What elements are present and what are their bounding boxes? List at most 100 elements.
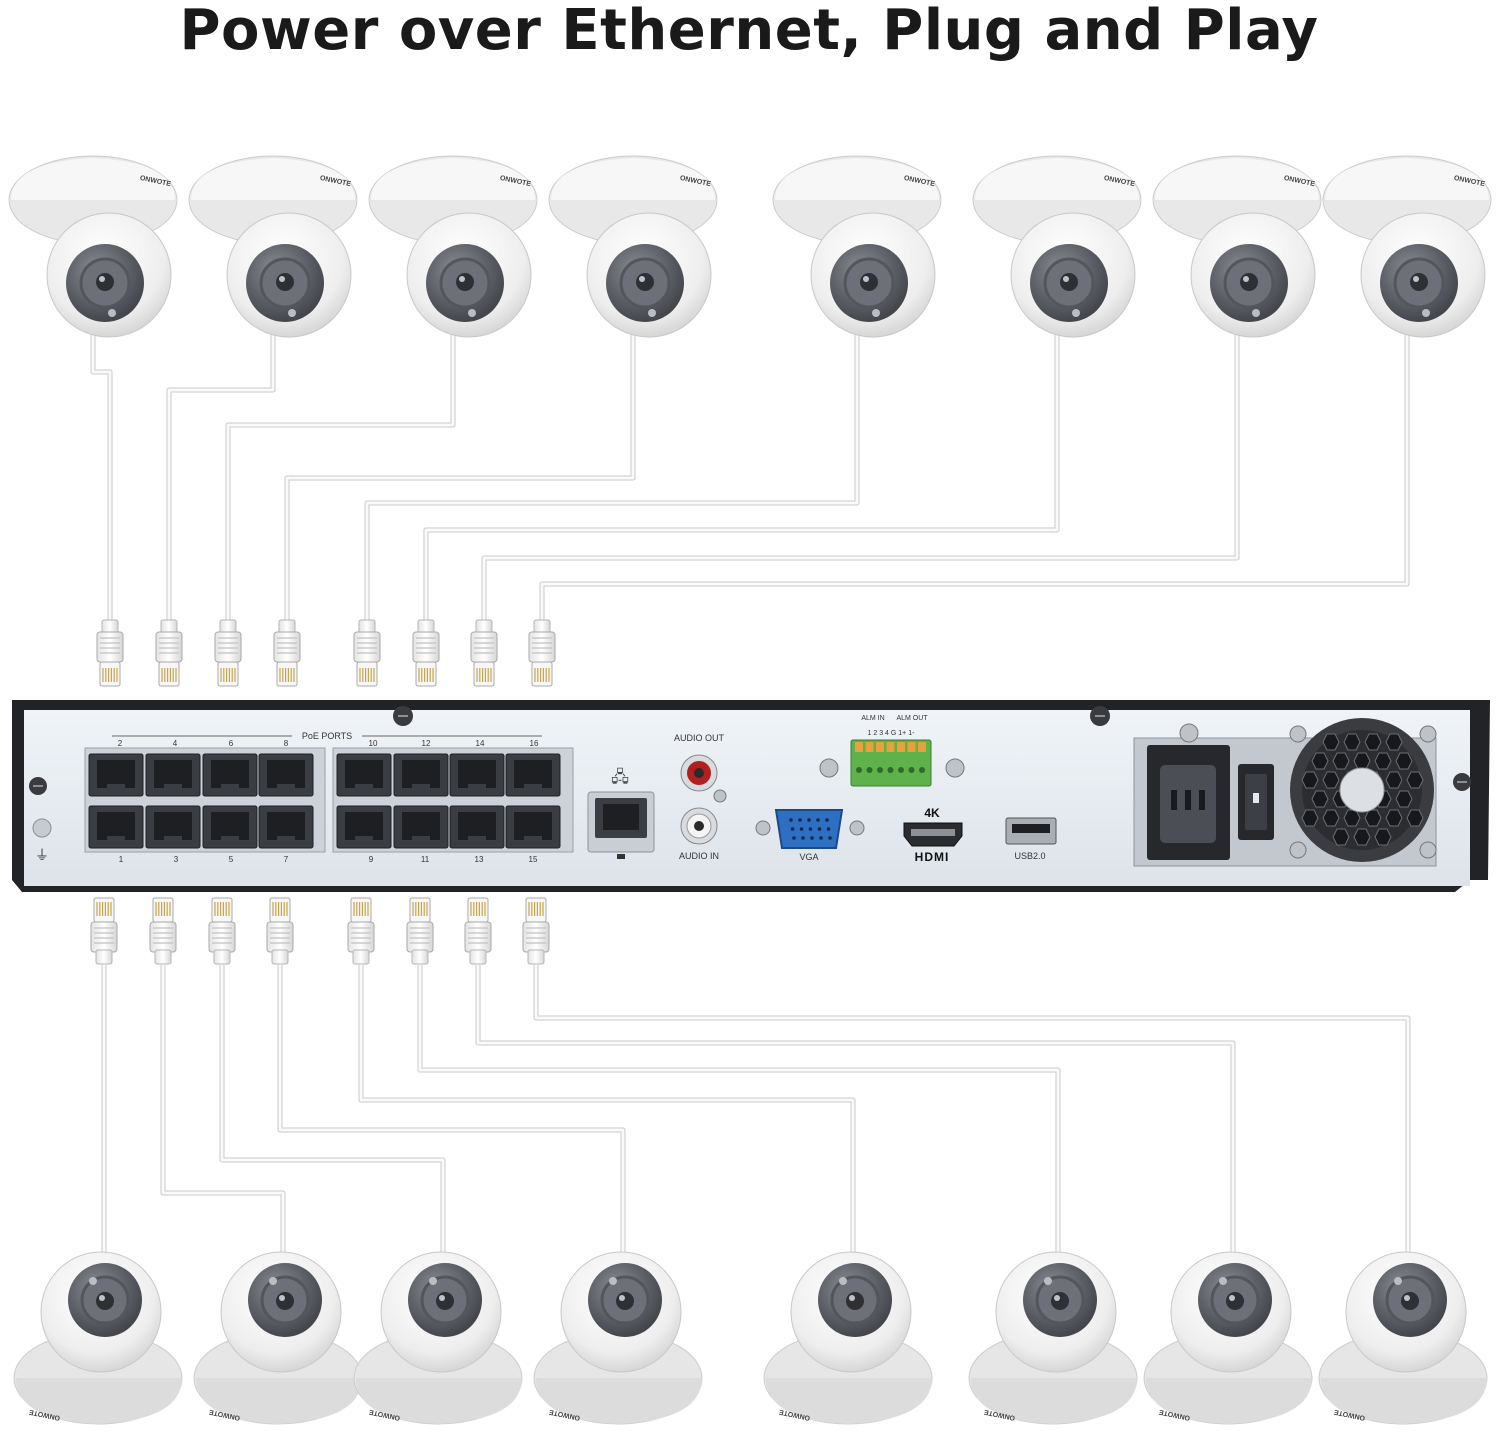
cable-bottom-6 bbox=[418, 965, 1060, 1262]
poe-port-jack bbox=[258, 805, 314, 849]
cable-top-8 bbox=[540, 335, 1409, 625]
ip-camera-bottom-7: ONWOTE bbox=[1143, 1251, 1313, 1425]
port-number-bottom: 15 bbox=[529, 855, 538, 864]
port-number-bottom: 1 bbox=[119, 855, 124, 864]
port-number-top: 14 bbox=[476, 739, 485, 748]
screw-small bbox=[1179, 723, 1199, 743]
fan-screw-2 bbox=[1419, 725, 1437, 743]
headline: Power over Ethernet, Plug and Play bbox=[179, 0, 1319, 63]
cable-top-7 bbox=[482, 335, 1239, 625]
cable-top-2-edge bbox=[166, 335, 276, 625]
poe-port-jack bbox=[202, 753, 258, 797]
port-number-top: 16 bbox=[530, 739, 539, 748]
fan-screw-1 bbox=[1289, 725, 1307, 743]
cable-bottom-3 bbox=[220, 965, 445, 1262]
ip-camera-top-4: ONWOTE bbox=[548, 155, 718, 338]
rj45-plug-top-5 bbox=[353, 619, 381, 687]
resolution-badge: 4K bbox=[924, 806, 940, 820]
usb-label: USB2.0 bbox=[1014, 851, 1045, 861]
alarm-terminal-numbers: 1 2 3 4 G 1+ 1- bbox=[868, 730, 916, 737]
audio-in-label: AUDIO IN bbox=[679, 851, 719, 861]
plug-layer bbox=[90, 619, 556, 965]
rj45-plug-top-1 bbox=[96, 619, 124, 687]
poe-port-jack bbox=[393, 753, 449, 797]
port-number-bottom: 5 bbox=[229, 855, 234, 864]
ip-camera-top-7: ONWOTE bbox=[1152, 155, 1322, 338]
fan-label-sticker bbox=[1339, 767, 1385, 813]
poe-port-jack bbox=[202, 805, 258, 849]
rj45-plug-bottom-4 bbox=[266, 897, 294, 965]
network-icon: 🖧 bbox=[611, 768, 629, 786]
cable-top-2 bbox=[167, 335, 275, 625]
cable-top-8-edge bbox=[539, 335, 1410, 625]
hdmi-label: HDMI bbox=[915, 850, 950, 864]
cable-top-3 bbox=[226, 335, 455, 625]
port-number-top: 6 bbox=[229, 739, 234, 748]
cable-bottom-3-edge bbox=[219, 965, 446, 1262]
cable-top-1 bbox=[91, 335, 112, 625]
cable-bottom-2 bbox=[161, 965, 285, 1262]
alarm-out-label: ALM OUT bbox=[896, 715, 928, 722]
screw-small bbox=[945, 758, 965, 778]
audio-out-label: AUDIO OUT bbox=[674, 733, 725, 743]
cable-bottom-7 bbox=[476, 965, 1235, 1262]
port-number-bottom: 7 bbox=[284, 855, 289, 864]
cable-top-6 bbox=[424, 335, 1059, 625]
cable-bottom-5-edge bbox=[358, 965, 856, 1262]
poe-port-jack bbox=[505, 753, 561, 797]
ip-camera-top-8: ONWOTE bbox=[1322, 155, 1492, 338]
rj45-plug-bottom-8 bbox=[522, 897, 550, 965]
ip-camera-top-5: ONWOTE bbox=[772, 155, 942, 338]
port-number-bottom: 9 bbox=[369, 855, 374, 864]
ip-camera-bottom-5: ONWOTE bbox=[763, 1251, 933, 1425]
rj45-plug-bottom-1 bbox=[90, 897, 118, 965]
ip-camera-bottom-2: ONWOTE bbox=[193, 1251, 363, 1425]
rj45-plug-bottom-2 bbox=[149, 897, 177, 965]
rj45-plug-bottom-5 bbox=[347, 897, 375, 965]
ip-camera-bottom-4: ONWOTE bbox=[533, 1251, 703, 1425]
port-number-top: 2 bbox=[118, 739, 123, 748]
ip-camera-bottom-1: ONWOTE bbox=[13, 1251, 183, 1425]
port-number-top: 4 bbox=[173, 739, 178, 748]
port-number-bottom: 13 bbox=[475, 855, 484, 864]
poe-port-jack bbox=[88, 805, 144, 849]
ip-camera-bottom-8: ONWOTE bbox=[1318, 1251, 1488, 1425]
rj45-plug-bottom-7 bbox=[464, 897, 492, 965]
poe-port-jack bbox=[336, 753, 392, 797]
fan-screw-4 bbox=[1419, 841, 1437, 859]
poe-port-jack bbox=[505, 805, 561, 849]
rj45-plug-top-7 bbox=[470, 619, 498, 687]
ip-camera-top-6: ONWOTE bbox=[972, 155, 1142, 338]
alarm-in-label: ALM IN bbox=[861, 715, 884, 722]
ip-camera-top-3: ONWOTE bbox=[368, 155, 538, 338]
rj45-plug-top-3 bbox=[214, 619, 242, 687]
rj45-plug-top-8 bbox=[528, 619, 556, 687]
vga-label: VGA bbox=[799, 852, 818, 862]
poe-port-jack bbox=[258, 753, 314, 797]
screw-small bbox=[713, 789, 727, 803]
port-number-bottom: 3 bbox=[174, 855, 179, 864]
poe-port-jack bbox=[88, 753, 144, 797]
ip-camera-bottom-6: ONWOTE bbox=[968, 1251, 1138, 1425]
rj45-plug-top-6 bbox=[412, 619, 440, 687]
rj45-plug-top-2 bbox=[155, 619, 183, 687]
ground-icon: ⏚ bbox=[35, 847, 49, 863]
poe-port-jack bbox=[145, 805, 201, 849]
cable-bottom-8-edge bbox=[533, 965, 1411, 1262]
lan-led bbox=[617, 854, 625, 859]
poe-port-jack bbox=[336, 805, 392, 849]
poe-port-jack bbox=[449, 753, 505, 797]
cable-bottom-6-edge bbox=[417, 965, 1061, 1262]
port-number-top: 12 bbox=[422, 739, 431, 748]
poe-ports-label: PoE PORTS bbox=[302, 731, 352, 741]
cable-top-5 bbox=[365, 335, 859, 625]
poe-port-jack bbox=[449, 805, 505, 849]
ip-camera-top-2: ONWOTE bbox=[188, 155, 358, 338]
ip-camera-bottom-3: ONWOTE bbox=[353, 1251, 523, 1425]
cable-top-4 bbox=[285, 335, 635, 625]
rj45-plug-top-4 bbox=[273, 619, 301, 687]
port-number-bottom: 11 bbox=[421, 855, 430, 864]
